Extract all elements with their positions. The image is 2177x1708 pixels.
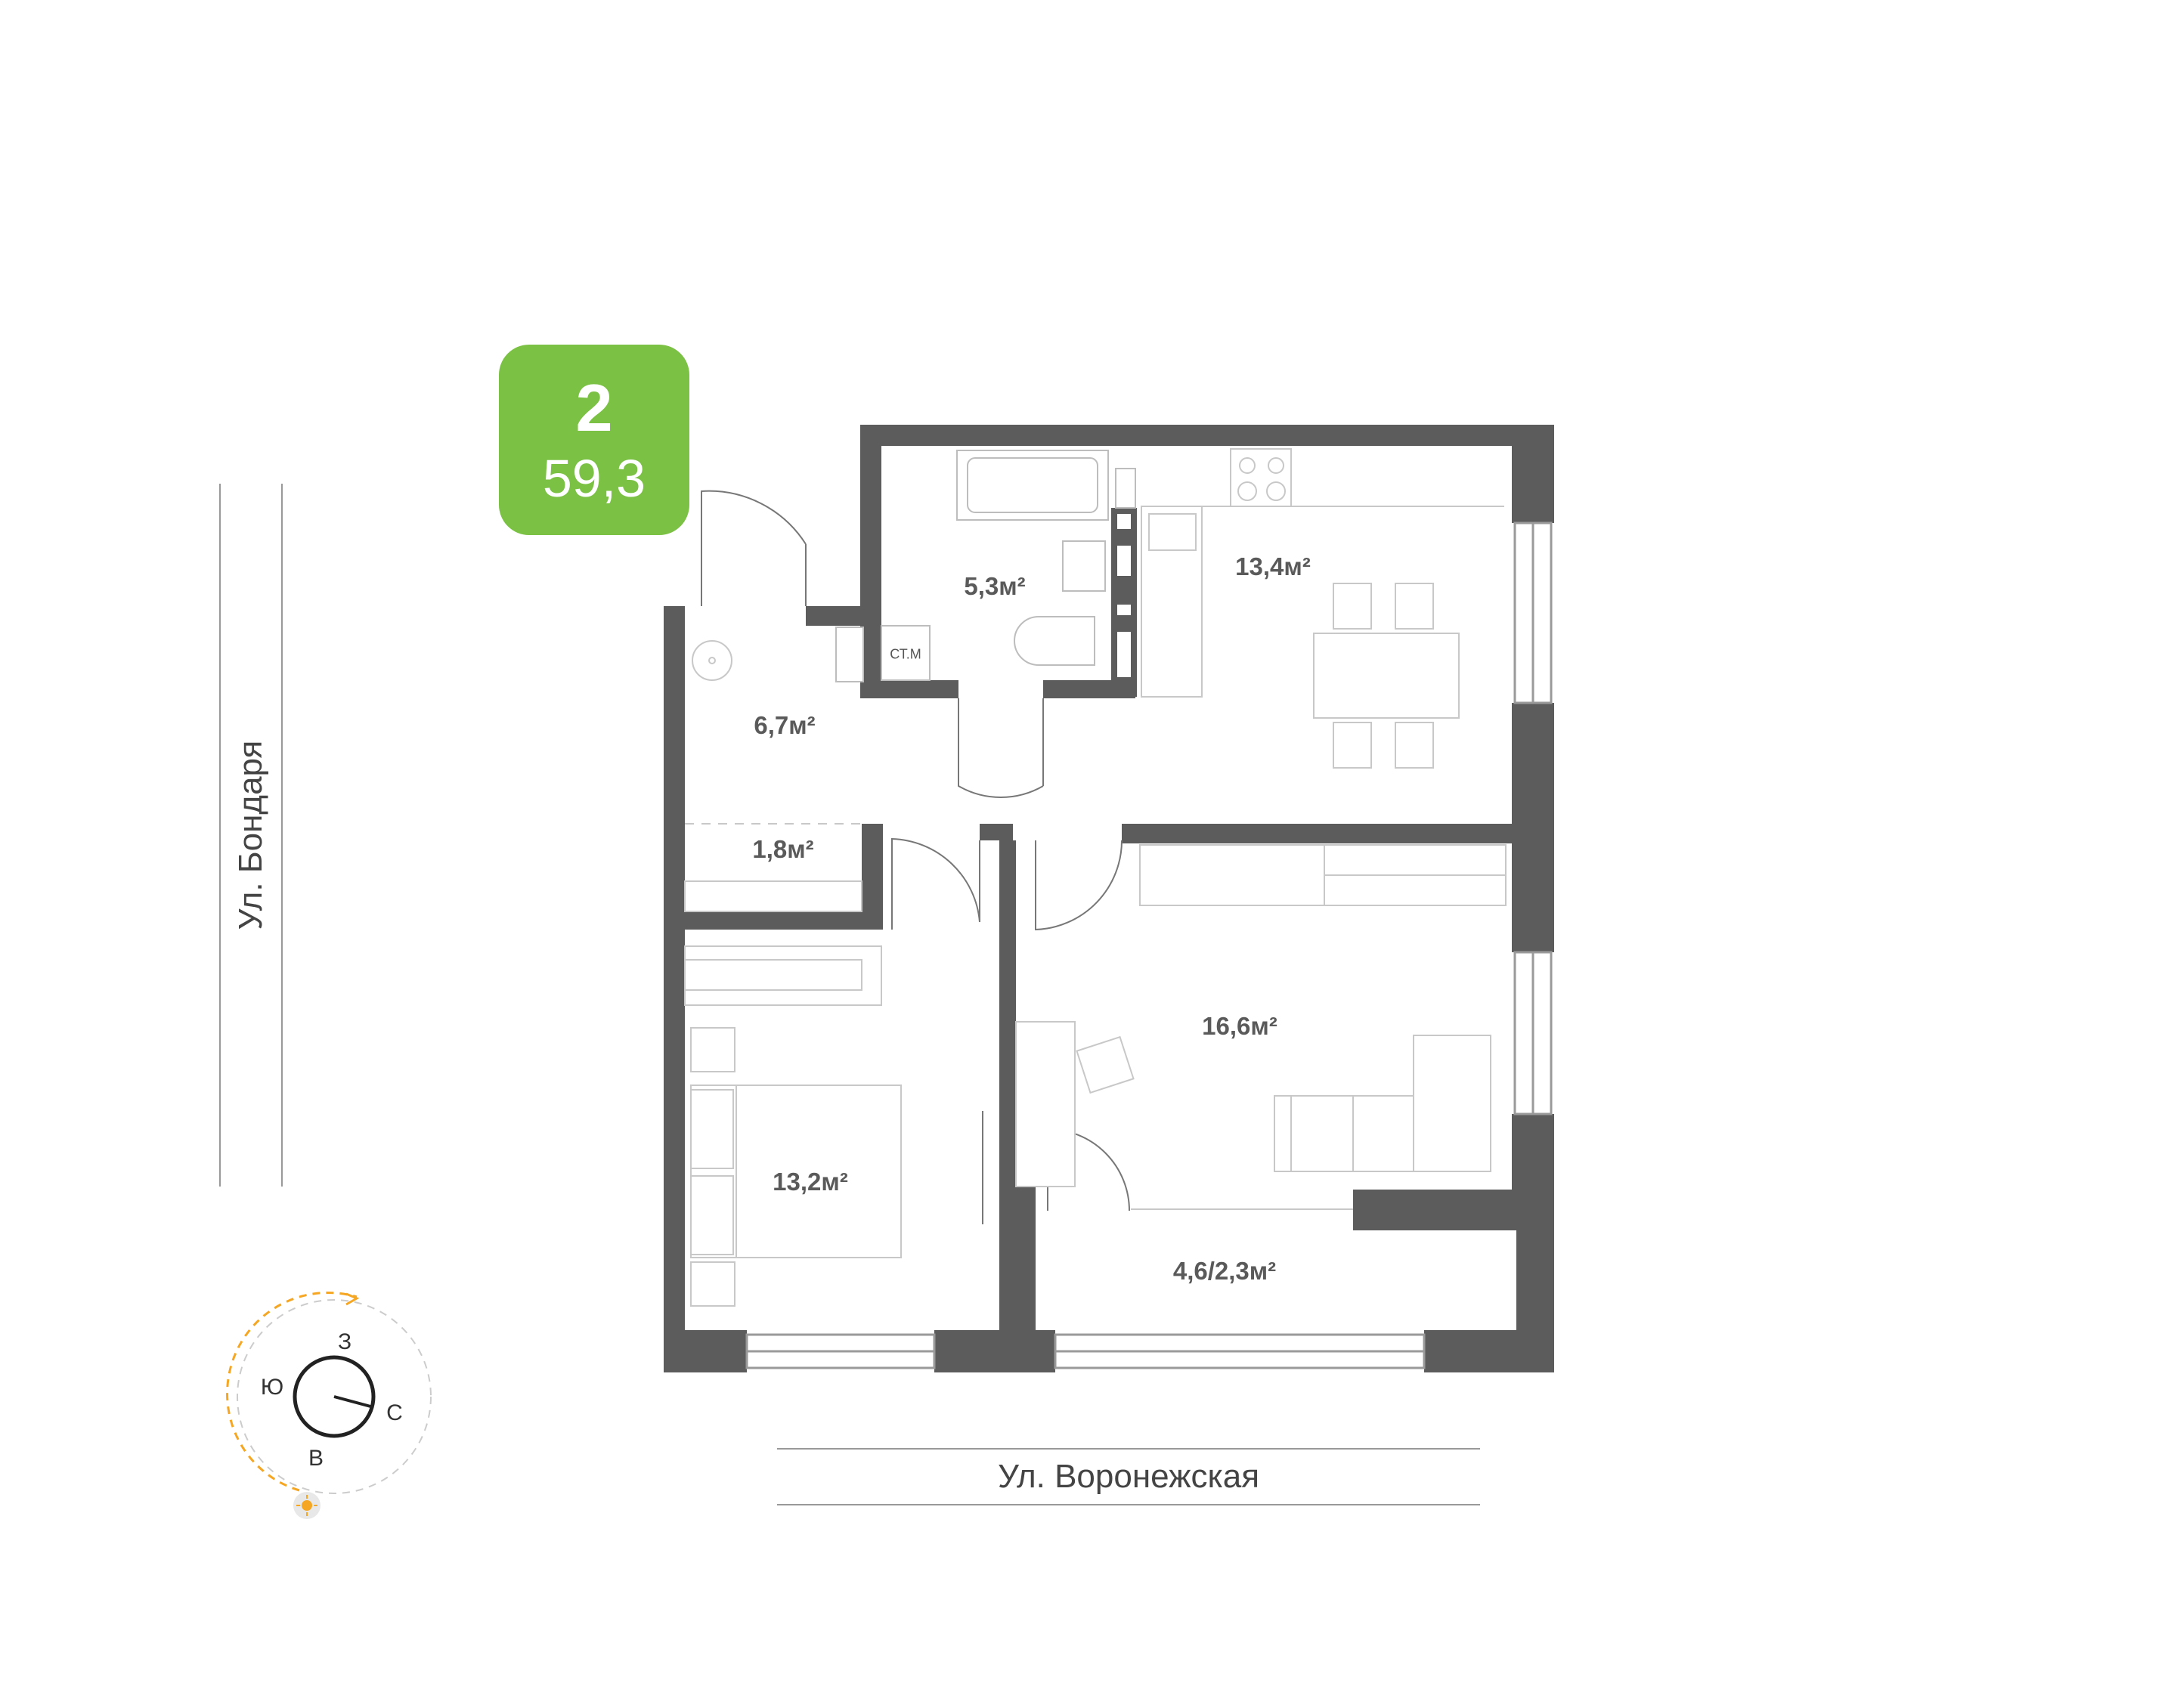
total-area: 59,3: [542, 449, 646, 508]
kitchen-sink: [1148, 513, 1197, 551]
kitchen-area: 13,4м²: [1235, 552, 1311, 580]
kitchen-furniture: [1141, 448, 1504, 769]
toilet: [1014, 616, 1095, 666]
sink: [1062, 540, 1106, 592]
apartment-badge: 2 59,3: [499, 345, 689, 535]
windows: [745, 521, 1553, 1369]
compass: [225, 1291, 432, 1519]
walls: [664, 425, 1554, 1372]
living-furniture: [1015, 844, 1507, 1187]
street-bottom: Ул. Воронежская: [777, 1448, 1480, 1505]
desk-chair: [1076, 1035, 1135, 1094]
bathroom-fixtures: [835, 450, 1136, 682]
hall-area: 6,7м²: [754, 711, 816, 739]
bathroom-area: 5,3м²: [964, 572, 1026, 600]
hall-furniture: [684, 640, 882, 1006]
nightstand: [690, 1027, 735, 1072]
desk: [1015, 1021, 1076, 1187]
wardrobe-hall: [684, 880, 862, 912]
bedroom-furniture: [690, 1027, 902, 1307]
compass-east: В: [308, 1446, 324, 1471]
street-bottom-label: Ул. Воронежская: [997, 1458, 1260, 1495]
street-left: Ул. Бондаря: [219, 484, 283, 1187]
compass-west: З: [337, 1329, 352, 1354]
rooms-count: 2: [575, 370, 613, 445]
dining-table: [1313, 633, 1460, 719]
bedroom-area: 13,2м²: [773, 1168, 848, 1196]
living-area: 16,6м²: [1202, 1012, 1277, 1040]
compass-south: Ю: [260, 1375, 284, 1400]
street-left-label: Ул. Бондаря: [232, 740, 269, 930]
washer: [881, 625, 931, 681]
washer-label: СТ.М: [890, 646, 921, 662]
compass-north: С: [386, 1400, 403, 1425]
living-wardrobe: [1139, 844, 1325, 906]
shaft: [1117, 514, 1131, 677]
nightstand: [690, 1261, 735, 1307]
storage-area: 1,8м²: [752, 835, 814, 863]
loggia-area: 4,6/2,3м²: [1172, 1257, 1277, 1285]
